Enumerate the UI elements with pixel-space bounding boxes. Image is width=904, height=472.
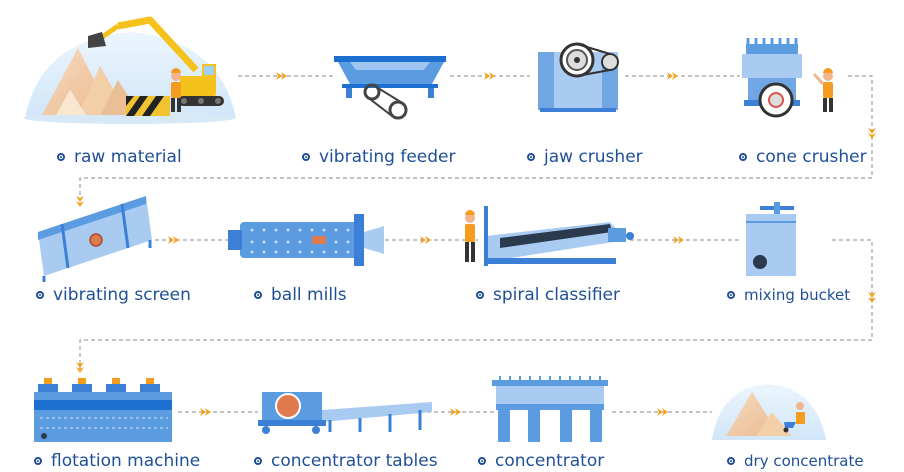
step-label-text: vibrating feeder [319, 147, 456, 167]
step-label-mixing-bucket: mixing bucket [727, 286, 850, 304]
step-label-concentrator-tables: concentrator tables [254, 451, 438, 471]
concentrator-icon [492, 376, 608, 442]
step-label-spiral-classifier: spiral classifier [476, 285, 620, 305]
arrow-down-icon [76, 196, 84, 207]
step-label-dry-concentrate: dry concentrate [727, 452, 864, 470]
connector-line [79, 239, 873, 370]
step-label-flotation-machine: flotation machine [34, 451, 200, 471]
bullet-icon [57, 153, 65, 161]
cone-crusher-icon [742, 38, 833, 118]
bullet-icon [254, 291, 262, 299]
step-label-text: concentrator tables [271, 451, 438, 471]
connector-line [79, 75, 873, 200]
vibrating-feeder-icon [334, 56, 446, 120]
step-label-text: vibrating screen [53, 285, 191, 305]
bullet-icon [739, 153, 747, 161]
step-label-text: ball mills [271, 285, 347, 305]
bullet-icon [254, 457, 262, 465]
arrow-right-icon [276, 72, 287, 80]
step-label-text: concentrator [495, 451, 605, 471]
bullet-icon [36, 291, 44, 299]
mixing-bucket-icon [746, 202, 796, 276]
ball-mill-icon [228, 214, 384, 266]
arrow-right-icon [484, 72, 495, 80]
bullet-icon [476, 291, 484, 299]
step-label-text: flotation machine [51, 451, 201, 471]
bullet-icon [34, 457, 42, 465]
jaw-crusher-icon [538, 42, 619, 112]
arrow-right-icon [667, 72, 678, 80]
step-label-vibrating-screen: vibrating screen [36, 285, 191, 305]
step-label-jaw-crusher: jaw crusher [527, 147, 643, 167]
arrow-right-icon [420, 236, 431, 244]
dry-concentrate-pile-icon [712, 384, 826, 440]
arrow-down-icon [76, 362, 84, 373]
step-label-text: mixing bucket [744, 286, 851, 304]
step-label-text: spiral classifier [493, 285, 620, 305]
bullet-icon [527, 153, 535, 161]
flotation-machine-icon [34, 378, 172, 442]
concentrator-table-icon [258, 392, 432, 434]
step-label-concentrator: concentrator [478, 451, 604, 471]
arrow-down-icon [868, 128, 876, 139]
step-label-text: cone crusher [756, 147, 867, 167]
step-label-raw-material: raw material [57, 147, 182, 167]
arrow-right-icon [673, 236, 684, 244]
bullet-icon [478, 457, 486, 465]
bullet-icon [727, 291, 735, 299]
flow-arrows [76, 72, 876, 416]
step-label-text: jaw crusher [544, 147, 643, 167]
arrow-right-icon [168, 236, 179, 244]
step-label-vibrating-feeder: vibrating feeder [302, 147, 455, 167]
arrow-right-icon [200, 408, 211, 416]
step-label-ball-mills: ball mills [254, 285, 347, 305]
arrow-down-icon [868, 292, 876, 303]
step-label-text: dry concentrate [744, 452, 864, 470]
arrow-right-icon [450, 408, 461, 416]
step-label-text: raw material [74, 147, 182, 167]
spiral-classifier-icon [465, 206, 634, 266]
vibrating-screen-icon [38, 196, 152, 282]
arrow-right-icon [657, 408, 668, 416]
bullet-icon [727, 457, 735, 465]
excavator-quarry-icon [24, 16, 236, 124]
step-label-cone-crusher: cone crusher [739, 147, 867, 167]
bullet-icon [302, 153, 310, 161]
